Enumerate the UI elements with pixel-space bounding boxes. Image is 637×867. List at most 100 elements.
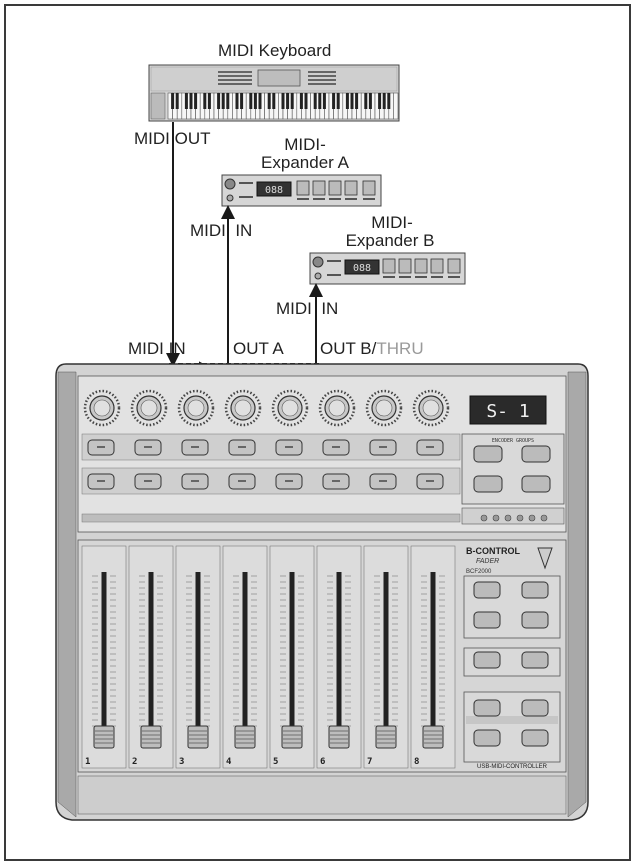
fader-slot [148, 572, 154, 732]
encoder-led-ring [318, 389, 356, 427]
black-key [175, 93, 179, 109]
fader-knob [328, 725, 350, 749]
button-led [144, 480, 152, 482]
midi-expander-b: 088 [309, 252, 466, 285]
button-led [238, 480, 246, 482]
black-key [258, 93, 262, 109]
bcf2000-controller: S- 1 ENCODER GROUPS 1 2 3 4 5 6 7 8 B-CONTROL F… [55, 363, 589, 821]
black-key [184, 93, 188, 109]
channel-number: 3 [179, 757, 184, 767]
controller-out-b-label: OUT B/THRU [320, 340, 424, 357]
black-key [304, 93, 308, 109]
button-led [191, 480, 199, 482]
button-led [379, 446, 387, 448]
encoder-cap [328, 399, 346, 417]
black-key [345, 93, 349, 109]
black-key [313, 93, 317, 109]
black-key [290, 93, 294, 109]
black-key [332, 93, 336, 109]
fader-knob [140, 725, 162, 749]
encoder-led-ring [224, 389, 262, 427]
black-key [368, 93, 372, 109]
black-key [336, 93, 340, 109]
button-led [285, 446, 293, 448]
encoder-led-ring [412, 389, 450, 427]
channel-number: 4 [226, 757, 232, 767]
black-key [267, 93, 271, 109]
fader-slot [430, 572, 436, 732]
fader-slot [289, 572, 295, 732]
expander-a-title-line2: Expander A [261, 153, 349, 172]
fader-knob [281, 725, 303, 749]
black-key [194, 93, 198, 109]
button-led [97, 446, 105, 448]
button-led [426, 446, 434, 448]
controller-midi-in-label: MIDI IN [128, 339, 186, 358]
black-key [240, 93, 244, 109]
black-key [322, 93, 326, 109]
expander-a-midi-in-label: MIDI IN [190, 221, 253, 240]
button-led [332, 480, 340, 482]
fader-slot [195, 572, 201, 732]
button-led [332, 446, 340, 448]
white-key [393, 92, 399, 120]
fader-knob [93, 725, 115, 749]
thru-text: THRU [376, 339, 424, 358]
encoder-cap [187, 399, 205, 417]
black-key [171, 93, 175, 109]
encoder-led-ring [365, 389, 403, 427]
model-label: BCF2000 [466, 569, 492, 575]
fader-knob [187, 725, 209, 749]
keyboard-title: MIDI Keyboard [218, 41, 332, 60]
black-key [272, 93, 276, 109]
black-key [364, 93, 368, 109]
channel-number: 5 [273, 757, 278, 767]
fader-knob [375, 725, 397, 749]
channel-number: 7 [367, 757, 372, 767]
controller-out-a-label: OUT A [233, 339, 284, 358]
channel-number: 1 [85, 757, 90, 767]
black-key [235, 93, 239, 109]
channel-number: 6 [320, 757, 325, 767]
sub-brand-label: FADER [476, 558, 499, 565]
encoder-led-ring [130, 389, 168, 427]
black-key [350, 93, 354, 109]
black-key [221, 93, 225, 109]
expander-a-display: 088 [265, 185, 283, 196]
fader-slot [242, 572, 248, 732]
black-key [249, 93, 253, 109]
controller-led-display: S- 1 [486, 401, 529, 422]
channel-number: 2 [132, 757, 137, 767]
expander-b-title-line1: MIDI- [371, 213, 413, 232]
black-key [387, 93, 391, 109]
fader-slot [336, 572, 342, 732]
encoder-groups-label: ENCODER GROUPS [492, 438, 534, 444]
expander-a-title-line1: MIDI- [284, 135, 326, 154]
black-key [382, 93, 386, 109]
expander-b-display: 088 [353, 263, 371, 274]
brand-label: B-CONTROL [466, 546, 520, 556]
black-key [281, 93, 285, 109]
encoder-led-ring [271, 389, 309, 427]
button-led [238, 446, 246, 448]
fader-knob [234, 725, 256, 749]
encoder-led-ring [177, 389, 215, 427]
encoder-cap [422, 399, 440, 417]
fader-knob [422, 725, 444, 749]
midi-keyboard [148, 64, 400, 122]
expander-b-title-line2: Expander B [345, 231, 435, 250]
button-led [426, 480, 434, 482]
black-key [189, 93, 193, 109]
encoder-cap [281, 399, 299, 417]
black-key [207, 93, 211, 109]
encoder-cap [140, 399, 158, 417]
button-led [144, 446, 152, 448]
button-led [191, 446, 199, 448]
black-key [217, 93, 221, 109]
out-b-text: OUT B/ [320, 339, 377, 358]
encoder-cap [93, 399, 111, 417]
footer-label: USB-MIDI-CONTROLLER [477, 764, 548, 770]
black-key [253, 93, 257, 109]
channel-number: 8 [414, 757, 419, 767]
fader-slot [383, 572, 389, 732]
